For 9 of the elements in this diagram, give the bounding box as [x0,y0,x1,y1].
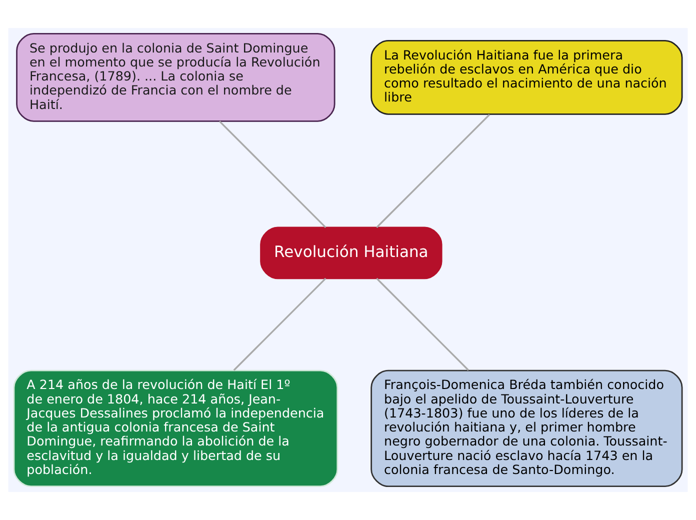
connector [376,114,490,228]
connector [218,120,326,228]
connector [233,278,326,371]
connector [376,278,470,371]
node-box: Revolución Haitiana [260,226,442,280]
node-box: A 214 años de la revolución de Haití El 1º de enero de 1804, hace 214 años, Jean-Jacques Dessalines proclamó la independencia de la antigua colonia francesa de Saint Domingue, reafirmando la abolición de la esclavitud y la igualdad y libertad de su población. [13,370,338,488]
node-box: François-Domenica Bréda también conocido bajo el apelido de Toussaint-Louverture (1743-1803) fue uno de los líderes de la revolución haitiana y, el primer hombre negro gobernador de una colonia. Toussaint-Louverture nació esclavo hacía 1743 en la colonia francesa de Santo-Domingo. [370,370,683,488]
node-box: Se produjo en la colonia de Saint Domingue en el momento que se producía la Revolución Francesa, (1789). ... La colonia se independizó de Francia con el nombre de Haití. [16,32,336,122]
node-box: La Revolución Haitiana fue la primera rebelión de esclavos en América que dio como resultado el nacimiento de una nación libre [370,40,683,115]
